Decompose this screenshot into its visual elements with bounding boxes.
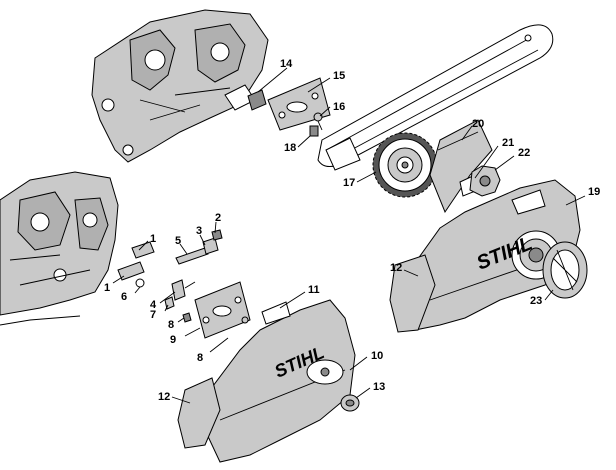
tensioner-4 — [171, 279, 196, 301]
collar-nut-13 — [340, 394, 360, 412]
tensioner-screw-5 — [175, 247, 209, 265]
nut-18 — [309, 125, 319, 137]
callout-19: 19 — [588, 186, 600, 198]
callout-2: 2 — [215, 212, 221, 224]
screw-8a — [182, 312, 192, 323]
engine-housing-left — [0, 171, 119, 316]
callout-labels: 14 15 16 18 17 20 21 22 19 12 23 1 1 2 3… — [104, 58, 600, 403]
callout-20: 20 — [472, 118, 484, 130]
washer-6 — [135, 278, 145, 288]
guide-bar — [317, 24, 554, 171]
callout-17: 17 — [343, 177, 355, 189]
callout-9: 9 — [170, 334, 176, 346]
cap-23 — [542, 241, 588, 299]
bar-plate — [267, 77, 331, 131]
nut-2 — [211, 229, 223, 241]
callout-12-right: 12 — [390, 262, 402, 274]
tensioner-slide — [247, 89, 267, 111]
screw-8b — [241, 316, 249, 324]
washer-3 — [202, 237, 219, 255]
callout-8-bottom: 8 — [197, 352, 203, 364]
knob-22 — [469, 165, 501, 197]
chain-catcher-right — [389, 254, 436, 333]
callout-7: 7 — [150, 309, 156, 321]
leader-lines — [112, 67, 586, 404]
callout-23: 23 — [530, 295, 542, 307]
callout-1-bottom: 1 — [104, 282, 110, 294]
callout-5: 5 — [175, 235, 181, 247]
callout-15: 15 — [333, 70, 345, 82]
callout-13: 13 — [373, 381, 385, 393]
callout-6: 6 — [121, 291, 127, 303]
callout-4: 4 — [150, 299, 157, 311]
callout-21: 21 — [502, 137, 514, 149]
callout-18: 18 — [284, 142, 296, 154]
callout-3: 3 — [196, 225, 202, 237]
bar-plate-9 — [194, 281, 251, 339]
callout-12-lower: 12 — [158, 391, 170, 403]
callout-16: 16 — [333, 101, 345, 113]
cover-plate-20 — [429, 119, 493, 214]
engine-housing-top — [91, 9, 269, 163]
chain-catcher-lower — [177, 377, 221, 449]
callout-14: 14 — [280, 58, 293, 70]
stud-bolts — [117, 241, 155, 281]
callout-11: 11 — [308, 284, 320, 296]
callout-1-top: 1 — [150, 233, 156, 245]
chain-segment — [0, 315, 81, 326]
tensioner-11 — [261, 301, 291, 325]
screw-16 — [313, 112, 323, 131]
callout-8-top: 8 — [168, 319, 174, 331]
callout-10: 10 — [371, 350, 383, 362]
callout-22: 22 — [518, 147, 530, 159]
sprocket — [372, 132, 438, 198]
